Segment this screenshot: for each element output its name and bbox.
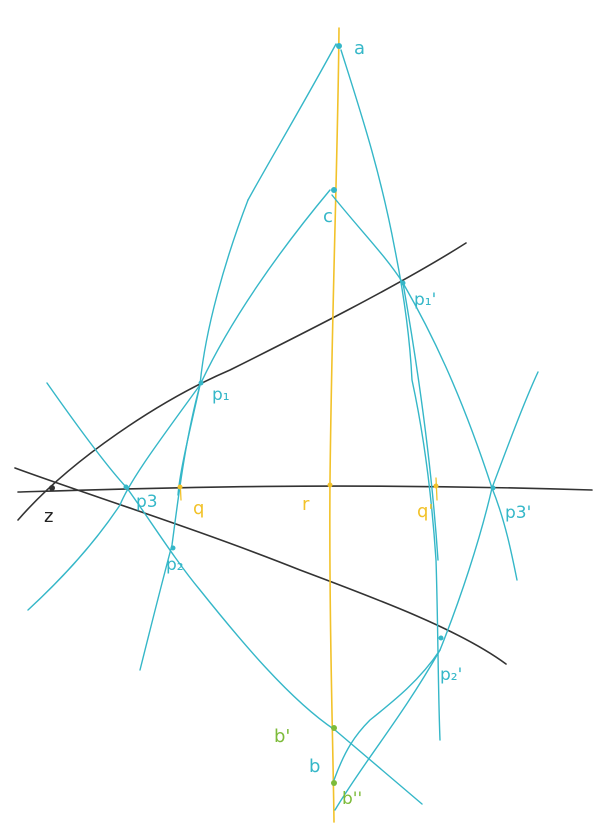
label-z: z — [44, 506, 53, 527]
label-a: a — [354, 38, 365, 59]
cyan-line-a-left-outer — [247, 43, 337, 201]
label-r: r — [302, 494, 310, 515]
point-b-prime — [331, 725, 337, 731]
cyan-line-p2-down — [139, 384, 201, 671]
yellow-tick-q-prime — [435, 477, 438, 501]
label-p2-prime: p₂' — [440, 665, 462, 685]
black-line-upper — [17, 242, 467, 521]
cyan-line-p1prime-down — [402, 282, 439, 561]
label-q-prime: q' — [417, 501, 433, 522]
point-q-prime — [433, 483, 439, 489]
label-b: b — [309, 756, 320, 777]
point-p2-prime — [438, 635, 444, 641]
label-p3: p3 — [136, 492, 158, 512]
label-c: c — [323, 206, 333, 227]
point-r — [327, 482, 333, 488]
black-line-horizontal — [17, 485, 593, 493]
point-p1 — [198, 380, 204, 386]
label-p2: p₂ — [166, 555, 184, 575]
label-p1-prime: p₁' — [414, 290, 436, 310]
point-p1-prime — [400, 280, 406, 286]
label-p3-prime: p3' — [505, 503, 531, 523]
cyan-line-p3-diagonal — [46, 382, 423, 805]
cyan-line-c-left — [27, 189, 331, 611]
label-q: q — [193, 498, 204, 519]
cyan-line-p2prime-left — [333, 649, 441, 781]
point-p2 — [170, 545, 176, 551]
black-line-lower — [14, 467, 507, 665]
label-b-prime: b' — [274, 726, 290, 747]
cyan-line-right-upward — [334, 371, 539, 811]
label-b-double-prime: b'' — [342, 789, 362, 809]
yellow-axis — [329, 27, 340, 823]
point-a — [336, 43, 342, 49]
point-q — [177, 484, 183, 490]
point-p3 — [123, 484, 129, 490]
cyan-line-c-right — [331, 194, 518, 581]
cyan-line-left-upper — [177, 199, 249, 496]
point-c — [331, 187, 337, 193]
label-p1: p₁ — [212, 385, 230, 405]
point-b-double-prime — [331, 780, 337, 786]
cyan-line-a-right — [340, 49, 441, 741]
point-z — [49, 485, 55, 491]
point-p3-prime — [490, 485, 496, 491]
